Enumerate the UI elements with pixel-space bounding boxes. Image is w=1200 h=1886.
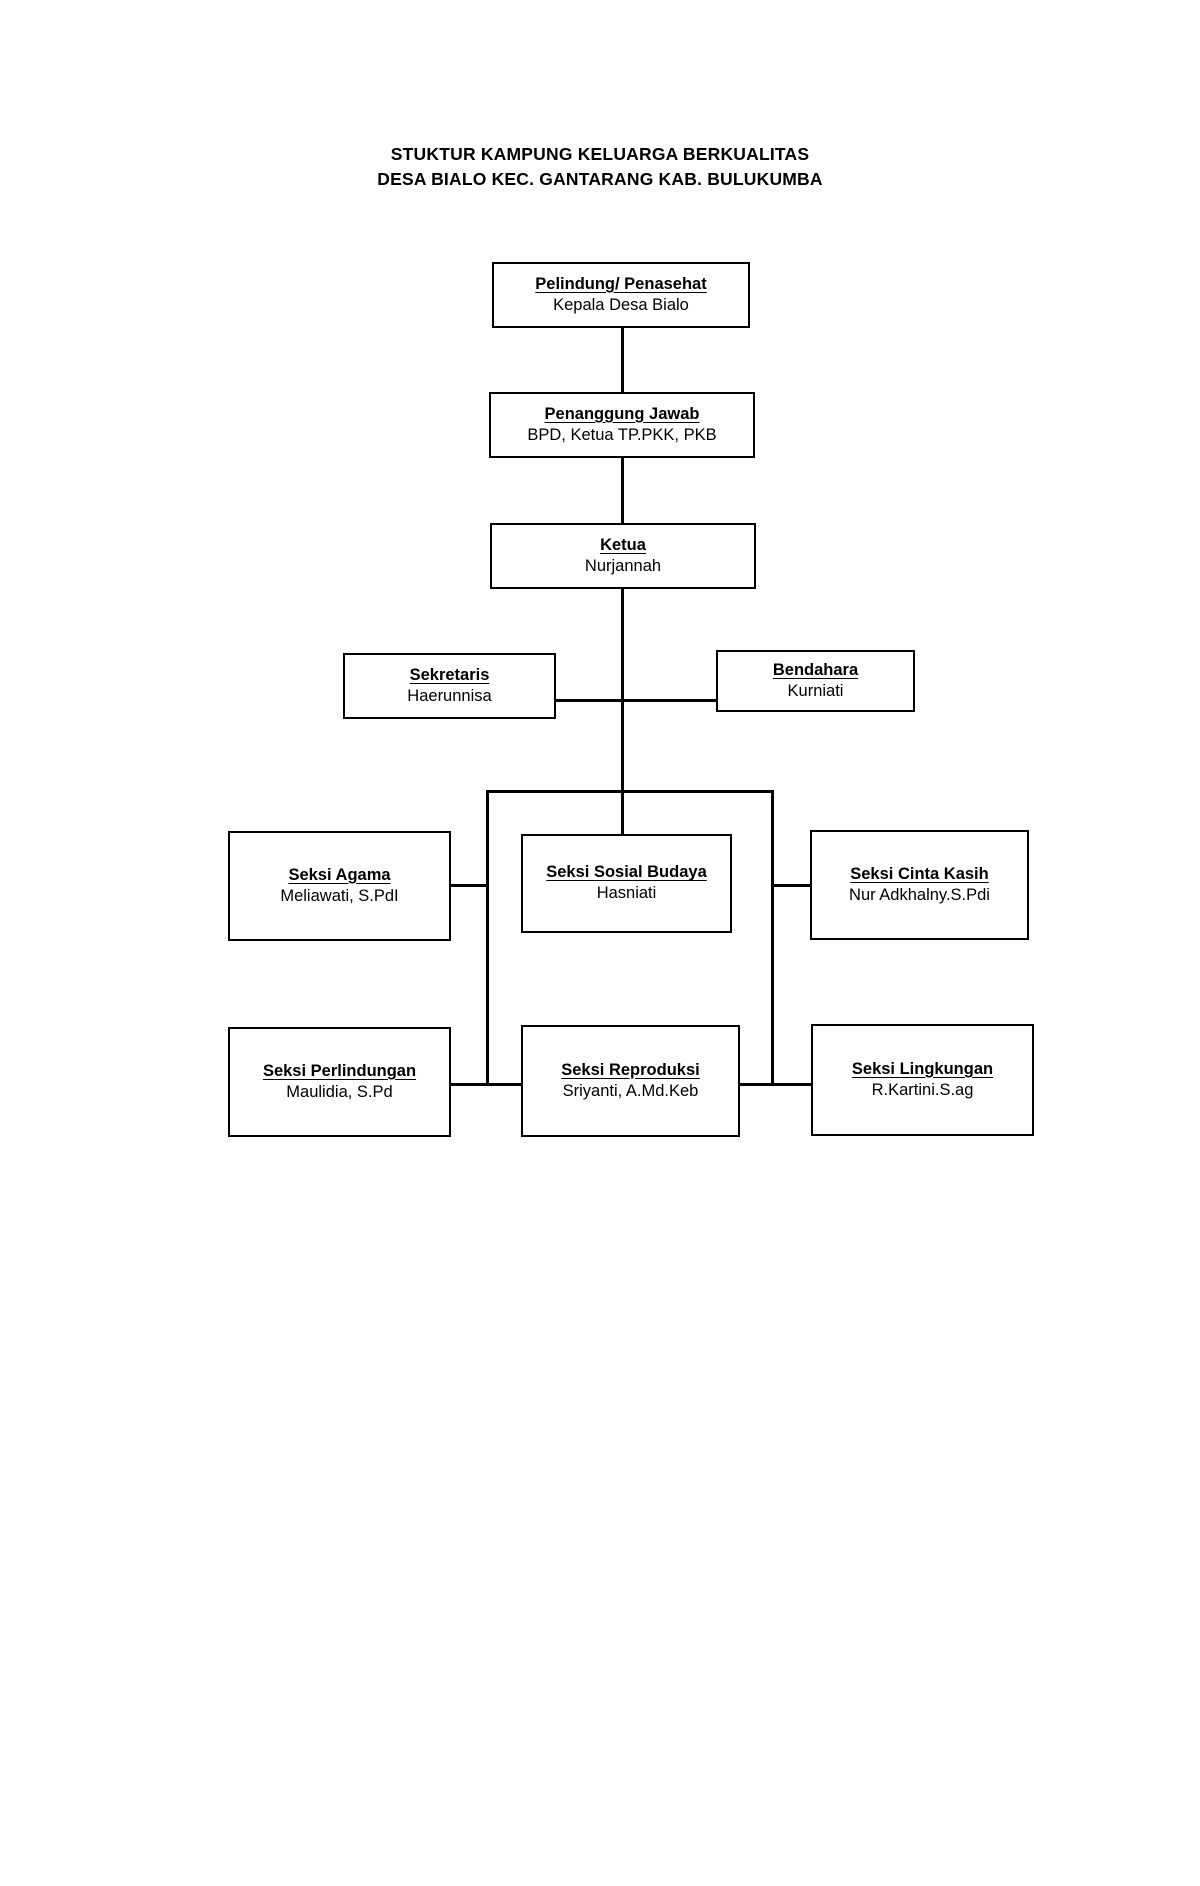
connector-pelindung-penanggung xyxy=(621,278,624,388)
connector-bracket-top xyxy=(486,790,774,793)
node-pelindung-person: Kepala Desa Bialo xyxy=(553,295,689,314)
connector-stub-cinta xyxy=(771,884,811,887)
node-sekretaris-person: Haerunnisa xyxy=(407,686,492,705)
node-sosial-role: Seksi Sosial Budaya xyxy=(546,863,707,882)
connector-stub-agama xyxy=(451,884,489,887)
node-penanggung-person: BPD, Ketua TP.PKK, PKB xyxy=(527,425,717,444)
node-seksi-reproduksi[interactable]: Seksi Reproduksi Sriyanti, A.Md.Keb xyxy=(521,1025,740,1137)
node-seksi-agama[interactable]: Seksi Agama Meliawati, S.PdI xyxy=(228,831,451,941)
node-ketua[interactable]: Ketua Nurjannah xyxy=(490,523,756,589)
connector-sekretaris-bendahara xyxy=(556,699,741,702)
connector-ketua-spine xyxy=(621,522,624,792)
node-seksi-sosial-budaya[interactable]: Seksi Sosial Budaya Hasniati xyxy=(521,834,732,933)
node-seksi-lingkungan[interactable]: Seksi Lingkungan R.Kartini.S.ag xyxy=(811,1024,1034,1136)
node-bendahara-role: Bendahara xyxy=(772,660,859,679)
node-penanggung-role: Penanggung Jawab xyxy=(544,404,700,423)
page-title: STUKTUR KAMPUNG KELUARGA BERKUALITAS DES… xyxy=(0,142,1200,193)
node-seksi-perlindungan[interactable]: Seksi Perlindungan Maulidia, S.Pd xyxy=(228,1027,451,1137)
node-pelindung[interactable]: Pelindung/ Penasehat Kepala Desa Bialo xyxy=(492,262,750,328)
title-line-2: DESA BIALO KEC. GANTARANG KAB. BULUKUMBA xyxy=(377,169,823,190)
node-sekretaris-role: Sekretaris xyxy=(409,665,490,684)
node-perlindungan-role: Seksi Perlindungan xyxy=(262,1061,417,1080)
node-bendahara[interactable]: Bendahara Kurniati xyxy=(716,650,915,712)
node-seksi-cinta-kasih[interactable]: Seksi Cinta Kasih Nur Adkhalny.S.Pdi xyxy=(810,830,1029,940)
title-line-1: STUKTUR KAMPUNG KELUARGA BERKUALITAS xyxy=(390,144,810,164)
connector-bracket-left-arm xyxy=(486,790,489,1086)
node-sekretaris[interactable]: Sekretaris Haerunnisa xyxy=(343,653,556,719)
node-cinta-person: Nur Adkhalny.S.Pdi xyxy=(849,885,990,904)
node-sosial-person: Hasniati xyxy=(596,884,657,903)
connector-bottom-right xyxy=(740,1083,812,1086)
node-penanggung-jawab[interactable]: Penanggung Jawab BPD, Ketua TP.PKK, PKB xyxy=(489,392,755,458)
node-ketua-role: Ketua xyxy=(600,535,646,554)
node-cinta-role: Seksi Cinta Kasih xyxy=(850,864,989,883)
node-ketua-person: Nurjannah xyxy=(584,556,662,575)
node-pelindung-role: Pelindung/ Penasehat xyxy=(535,274,707,293)
node-lingkungan-person: R.Kartini.S.ag xyxy=(871,1080,974,1099)
connector-stub-sosial xyxy=(621,790,624,836)
node-reproduksi-role: Seksi Reproduksi xyxy=(561,1060,700,1079)
node-perlindungan-person: Maulidia, S.Pd xyxy=(286,1082,393,1101)
node-agama-role: Seksi Agama xyxy=(288,865,391,884)
node-agama-person: Meliawati, S.PdI xyxy=(280,886,399,905)
node-bendahara-person: Kurniati xyxy=(787,681,844,700)
node-lingkungan-role: Seksi Lingkungan xyxy=(851,1059,994,1078)
connector-bracket-right-arm xyxy=(771,790,774,1086)
node-reproduksi-person: Sriyanti, A.Md.Keb xyxy=(562,1081,699,1100)
